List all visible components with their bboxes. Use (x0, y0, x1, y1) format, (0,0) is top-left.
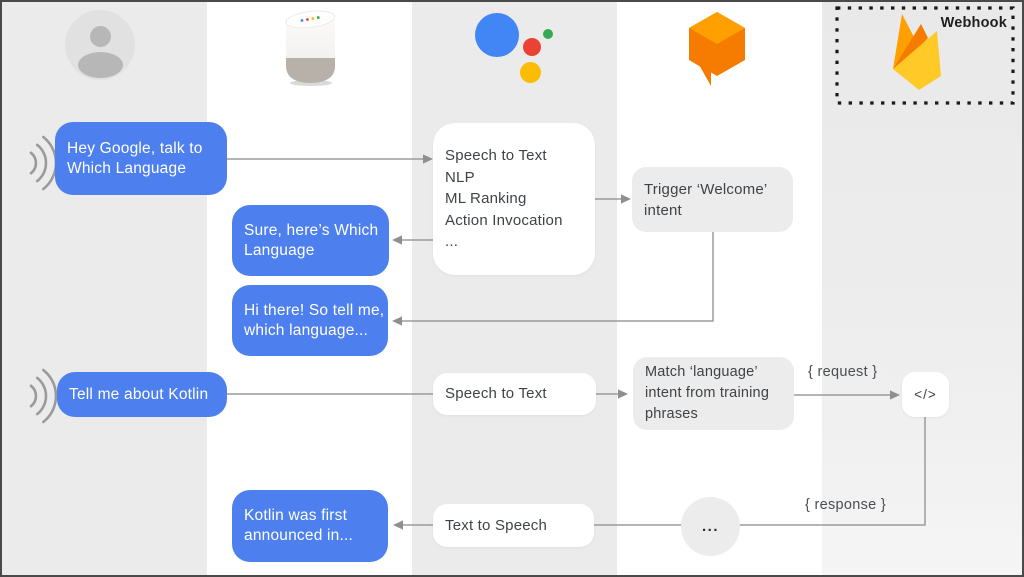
request-label: { request } (808, 364, 878, 380)
lane-webhook (822, 2, 1022, 575)
user-speech-bubble-1: Hey Google, talk to Which Language (55, 122, 227, 195)
user-speech-bubble-2: Tell me about Kotlin (57, 372, 227, 417)
code-icon: </> (902, 372, 949, 417)
response-label: { response } (805, 497, 886, 513)
lane-user (2, 2, 207, 575)
speech-to-text-box: Speech to Text (433, 373, 596, 415)
user-avatar-icon (65, 10, 135, 80)
voice-waves-icon (29, 368, 58, 424)
processing-ellipsis-icon: ... (681, 497, 740, 556)
lane-assistant (412, 2, 617, 575)
firebase-icon (893, 14, 941, 90)
text-to-speech-box: Text to Speech (433, 504, 594, 547)
match-intent-box: Match ‘language’ intent from training ph… (633, 357, 794, 430)
assistant-speech-bubble-1: Sure, here’s Which Language (232, 205, 389, 276)
actions-on-google-icon (689, 12, 745, 86)
assistant-blue-dot (475, 13, 519, 57)
webhook-label: Webhook (940, 15, 1007, 31)
google-home-icon (285, 10, 336, 86)
dotted-border (835, 6, 1015, 105)
webhook-container: Webhook (835, 6, 1015, 105)
lane-actions (617, 2, 822, 575)
avatar-head (90, 26, 111, 47)
assistant-speech-bubble-3: Kotlin was first announced in... (232, 490, 388, 562)
avatar-shoulders (78, 52, 123, 78)
assistant-pipeline-box: Speech to Text NLP ML Ranking Action Inv… (433, 123, 595, 275)
assistant-red-dot (523, 38, 541, 56)
trigger-welcome-intent-box: Trigger ‘Welcome’ intent (632, 167, 793, 232)
assistant-speech-bubble-2: Hi there! So tell me, which language... (232, 285, 388, 356)
assistant-green-dot (543, 29, 553, 39)
assistant-yellow-dot (520, 62, 541, 83)
